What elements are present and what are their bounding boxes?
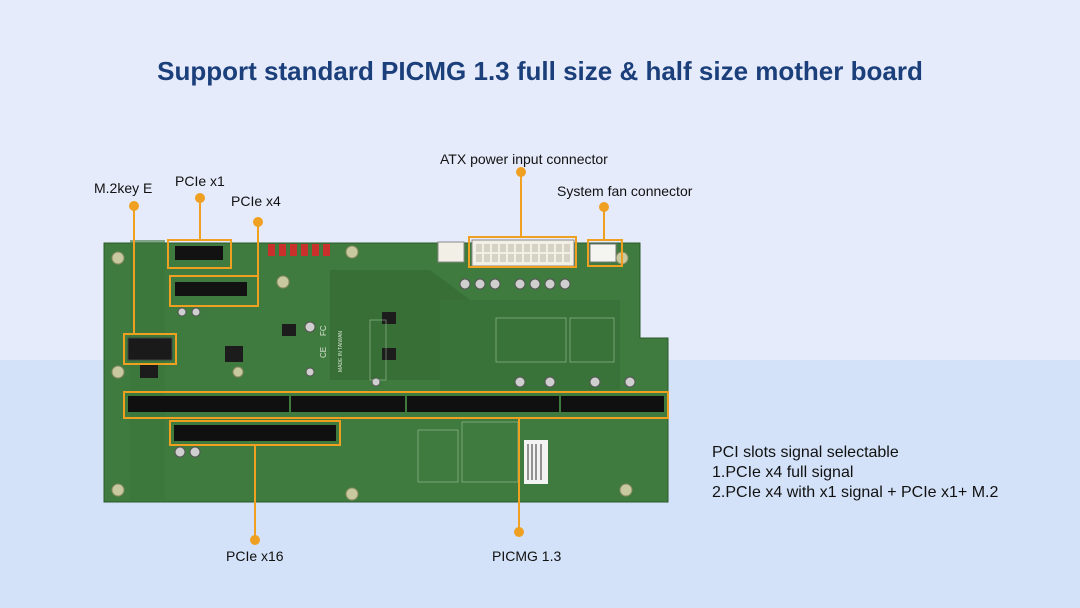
signal-notes: PCI slots signal selectable 1.PCIe x4 fu… bbox=[712, 443, 998, 503]
pcb-trace-region bbox=[440, 300, 620, 390]
picmg-slot bbox=[128, 396, 664, 412]
notes-line-1: 1.PCIe x4 full signal bbox=[712, 464, 854, 481]
pcb-trace-region bbox=[330, 270, 470, 380]
label-pcie-x16: PCIe x16 bbox=[226, 548, 284, 564]
made-in-mark: MADE IN TAIWAN bbox=[338, 331, 344, 372]
page-title: Support standard PICMG 1.3 full size & h… bbox=[157, 56, 923, 86]
ce-mark: CE bbox=[319, 347, 328, 358]
label-picmg: PICMG 1.3 bbox=[492, 548, 562, 564]
fc-mark: FC bbox=[319, 325, 328, 336]
aux-connector bbox=[437, 241, 465, 263]
notes-line-2: 2.PCIe x4 with x1 signal + PCIe x1+ M.2 bbox=[712, 484, 999, 501]
pcie-x1-slot bbox=[175, 246, 223, 260]
highlight-boxes bbox=[123, 236, 669, 446]
atx-connector bbox=[471, 239, 575, 267]
fan-connector bbox=[589, 243, 617, 263]
atx-pins bbox=[476, 244, 570, 262]
label-pcie-x4: PCIe x4 bbox=[231, 193, 281, 209]
label-pcie-x1: PCIe x1 bbox=[175, 173, 225, 189]
pcie-x16-slot bbox=[174, 425, 336, 441]
capacitors bbox=[174, 278, 636, 458]
label-atx: ATX power input connector bbox=[440, 151, 608, 167]
silkscreen-tables bbox=[369, 317, 615, 483]
notes-heading: PCI slots signal selectable bbox=[712, 444, 899, 461]
ic-chips bbox=[140, 312, 396, 378]
m2-slot bbox=[127, 337, 173, 361]
pcie-x4-slot bbox=[175, 282, 247, 296]
label-fan: System fan connector bbox=[557, 183, 693, 199]
led-row bbox=[268, 244, 330, 256]
label-m2: M.2key E bbox=[94, 180, 153, 196]
leader-lines bbox=[129, 167, 609, 545]
